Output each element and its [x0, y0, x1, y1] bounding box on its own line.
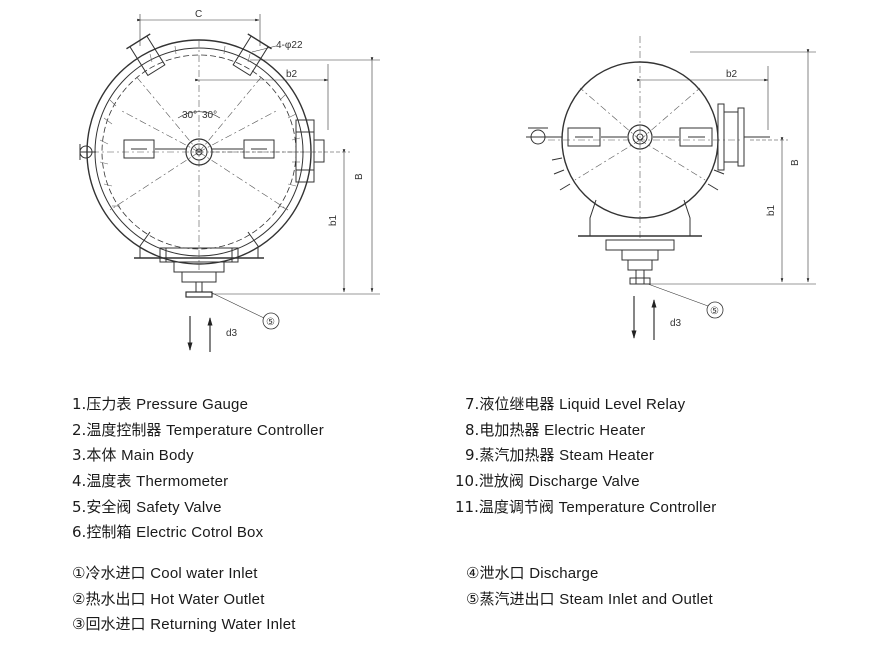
port-item: ⑤蒸汽进出口 Steam Inlet and Outlet	[466, 589, 713, 608]
part-item: 7.液位继电器 Liquid Level Relay	[465, 395, 686, 413]
ports-list-right: ④泄水口 Discharge ⑤蒸汽进出口 Steam Inlet and Ou…	[466, 561, 713, 612]
ports-list-left: ①冷水进口 Cool water Inlet ②热水出口 Hot Water O…	[72, 561, 296, 638]
right-d3-label: d3	[670, 318, 682, 329]
part-item: 1.压力表 Pressure Gauge	[72, 395, 249, 413]
port-item: ②热水出口 Hot Water Outlet	[72, 589, 265, 608]
part-item: 9.蒸汽加热器 Steam Heater	[465, 446, 655, 465]
d3-label: d3	[226, 328, 238, 339]
part-item: 10.泄放阀 Discharge Valve	[455, 472, 640, 491]
dim-B-label: B	[354, 173, 365, 180]
right-dim-b1-label: b1	[766, 204, 777, 216]
right-callout-5-label: ⑤	[710, 306, 719, 317]
part-item: 2.温度控制器 Temperature Controller	[72, 420, 324, 439]
technical-drawing: C 4-φ22 b2 30° 30° B b1 d3 ⑤	[79, 9, 816, 352]
right-view	[526, 36, 816, 340]
callout-5-label: ⑤	[266, 317, 275, 328]
holes-label: 4-φ22	[276, 40, 303, 51]
right-dim-b2-label: b2	[726, 69, 738, 80]
dim-b2-label: b2	[286, 69, 298, 80]
left-view	[79, 14, 380, 352]
part-item: 3.本体 Main Body	[72, 446, 194, 465]
parts-list-left: 1.压力表 Pressure Gauge 2.温度控制器 Temperature…	[72, 392, 324, 546]
part-item: 11.温度调节阀 Temperature Controller	[455, 497, 717, 516]
port-item: ④泄水口 Discharge	[466, 564, 599, 582]
angle-right-label: 30°	[202, 110, 217, 121]
part-item: 6.控制箱 Electric Cotrol Box	[72, 523, 264, 542]
part-item: 5.安全阀 Safety Valve	[72, 497, 222, 516]
port-item: ①冷水进口 Cool water Inlet	[72, 564, 258, 582]
part-item: 8.电加热器 Electric Heater	[465, 420, 646, 439]
dim-b1-label: b1	[328, 214, 339, 226]
parts-list-right: 7.液位继电器 Liquid Level Relay 8.电加热器 Electr…	[455, 392, 716, 520]
part-item: 4.温度表 Thermometer	[72, 472, 229, 491]
angle-left-label: 30°	[182, 110, 197, 121]
right-dim-B-label: B	[790, 159, 801, 166]
port-item: ③回水进口 Returning Water Inlet	[72, 615, 296, 634]
dim-c-label: C	[195, 9, 202, 20]
